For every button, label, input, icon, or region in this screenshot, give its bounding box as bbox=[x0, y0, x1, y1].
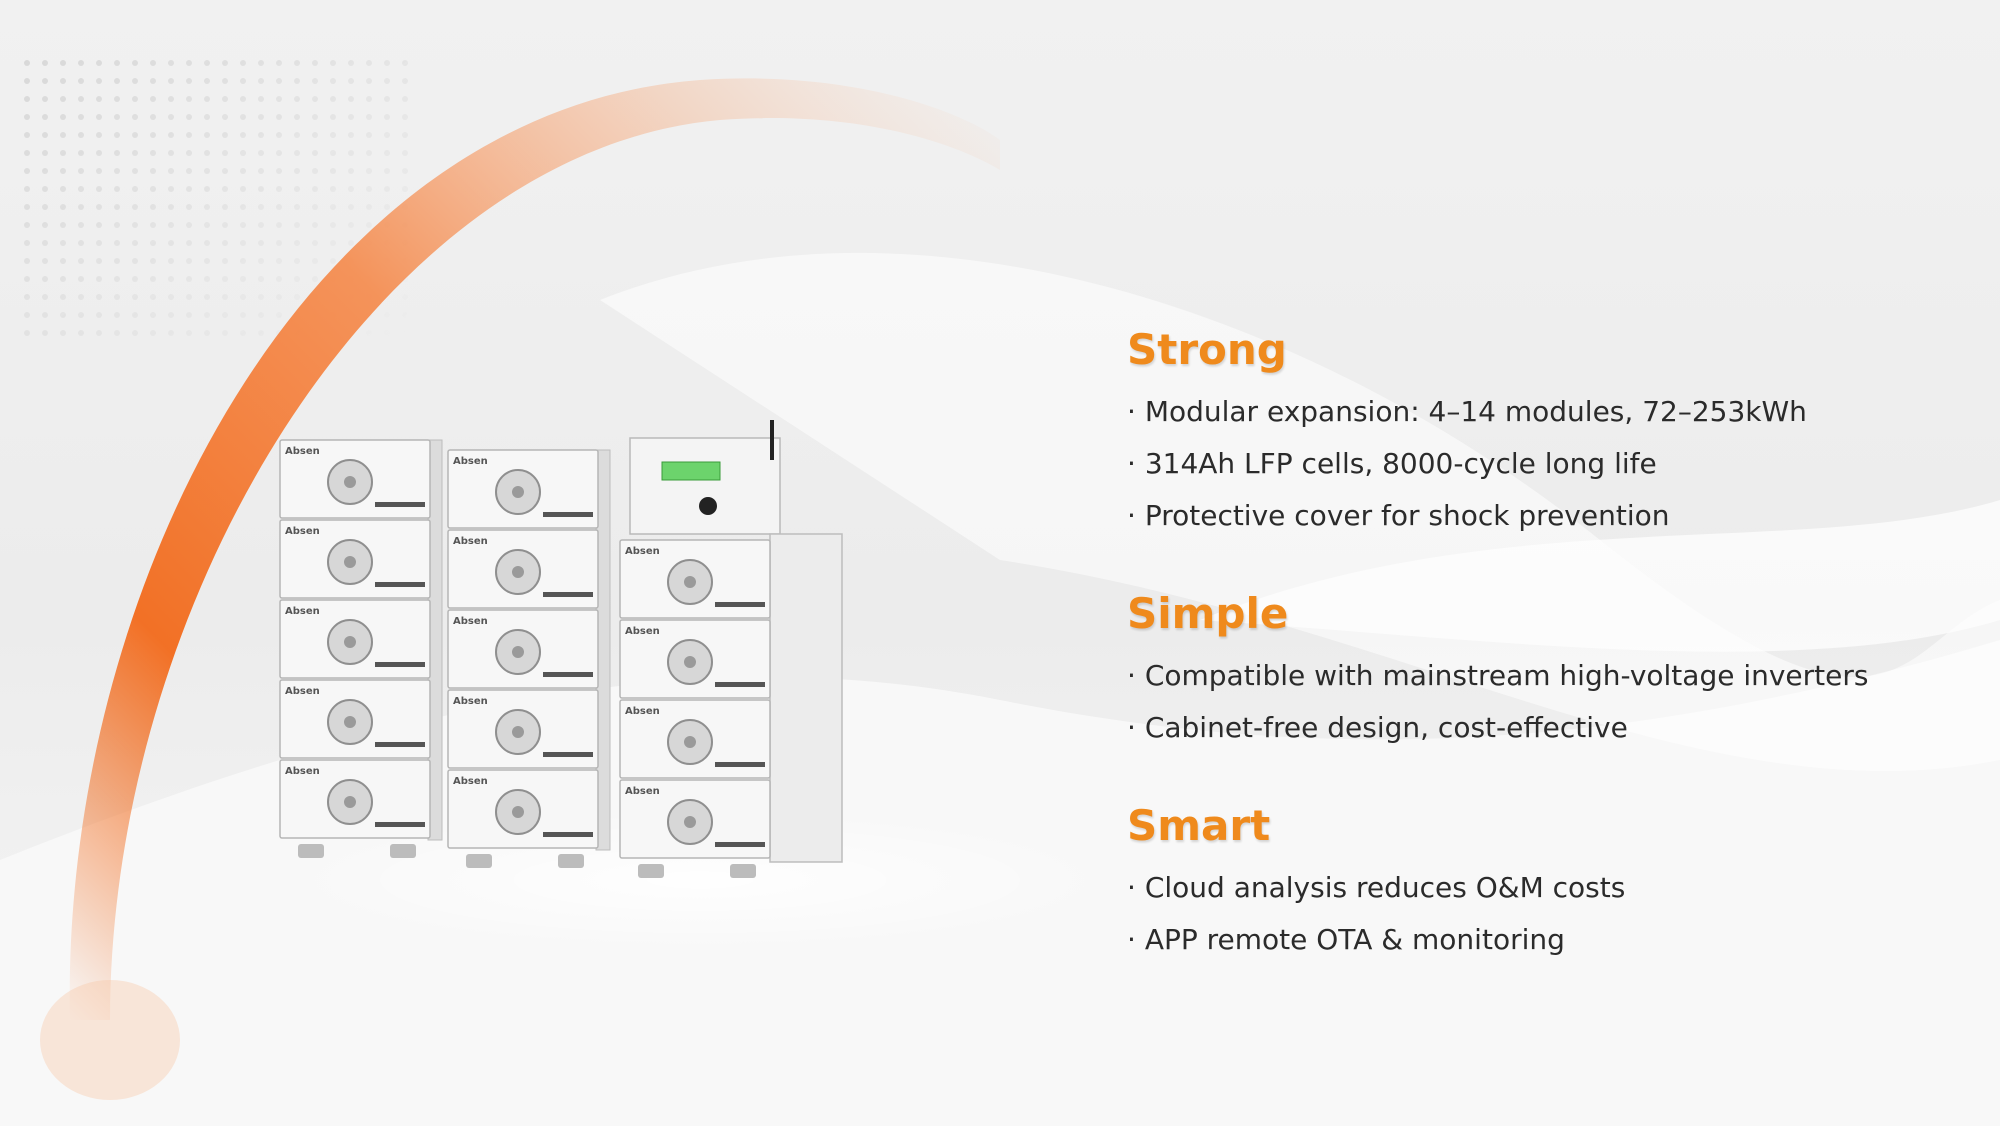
module-label-strip bbox=[543, 752, 593, 757]
fan-hub bbox=[684, 576, 696, 588]
module-logo: Absen bbox=[625, 546, 660, 557]
module-label-strip bbox=[375, 742, 425, 747]
module-label-strip bbox=[375, 582, 425, 587]
feature-bullet: 314Ah LFP cells, 8000-cycle long life bbox=[1127, 438, 1967, 490]
battery-stack-drawing: AbsenAbsenAbsenAbsenAbsenAbsenAbsenAbsen… bbox=[279, 420, 843, 878]
foot bbox=[390, 844, 416, 858]
side-rack bbox=[769, 533, 843, 863]
fan-hub bbox=[512, 726, 524, 738]
module-logo: Absen bbox=[625, 706, 660, 717]
module-label-strip bbox=[715, 602, 765, 607]
module-logo: Absen bbox=[285, 606, 320, 617]
feature-bullets: Modular expansion: 4–14 modules, 72–253k… bbox=[1127, 386, 1967, 542]
feature-bullet: Cloud analysis reduces O&M costs bbox=[1127, 862, 1967, 914]
fan-hub bbox=[512, 806, 524, 818]
controller-display bbox=[661, 461, 721, 481]
module-label-strip bbox=[375, 502, 425, 507]
module-label-strip bbox=[543, 672, 593, 677]
module-logo: Absen bbox=[625, 786, 660, 797]
feature-list: Strong Modular expansion: 4–14 modules, … bbox=[1127, 322, 1967, 1010]
module-label-strip bbox=[543, 512, 593, 517]
feature-bullet: APP remote OTA & monitoring bbox=[1127, 914, 1967, 966]
fan-hub bbox=[344, 556, 356, 568]
foot bbox=[298, 844, 324, 858]
module-logo: Absen bbox=[285, 686, 320, 697]
controller-switch-icon bbox=[699, 497, 717, 515]
foot bbox=[558, 854, 584, 868]
module-logo: Absen bbox=[285, 446, 320, 457]
feature-bullet: Cabinet-free design, cost-effective bbox=[1127, 702, 1967, 754]
fan-hub bbox=[512, 646, 524, 658]
module-label-strip bbox=[375, 662, 425, 667]
feature-bullets: Cloud analysis reduces O&M costs APP rem… bbox=[1127, 862, 1967, 966]
feature-bullets: Compatible with mainstream high-voltage … bbox=[1127, 650, 1967, 754]
module-logo: Absen bbox=[453, 456, 488, 467]
module-label-strip bbox=[543, 832, 593, 837]
foot bbox=[730, 864, 756, 878]
module-logo: Absen bbox=[453, 536, 488, 547]
module-label-strip bbox=[715, 682, 765, 687]
feature-title: Strong bbox=[1127, 325, 1287, 374]
fan-hub bbox=[684, 736, 696, 748]
fan-hub bbox=[344, 636, 356, 648]
module-label-strip bbox=[715, 842, 765, 847]
module-logo: Absen bbox=[625, 626, 660, 637]
module-logo: Absen bbox=[453, 776, 488, 787]
module-label-strip bbox=[375, 822, 425, 827]
fan-hub bbox=[684, 656, 696, 668]
module-logo: Absen bbox=[285, 766, 320, 777]
feature-title: Simple bbox=[1127, 589, 1289, 638]
module-label-strip bbox=[543, 592, 593, 597]
feature-group-smart: Smart Cloud analysis reduces O&M costs A… bbox=[1127, 798, 1967, 966]
feature-bullet: Protective cover for shock prevention bbox=[1127, 490, 1967, 542]
module-logo: Absen bbox=[285, 526, 320, 537]
module-logo: Absen bbox=[453, 616, 488, 627]
fan-hub bbox=[344, 716, 356, 728]
fan-hub bbox=[512, 486, 524, 498]
feature-group-simple: Simple Compatible with mainstream high-v… bbox=[1127, 586, 1967, 754]
controller-box bbox=[629, 437, 781, 535]
foot bbox=[466, 854, 492, 868]
fan-hub bbox=[344, 796, 356, 808]
fan-hub bbox=[344, 476, 356, 488]
foot bbox=[638, 864, 664, 878]
module-logo: Absen bbox=[453, 696, 488, 707]
feature-bullet: Modular expansion: 4–14 modules, 72–253k… bbox=[1127, 386, 1967, 438]
antenna-icon bbox=[770, 420, 774, 460]
fan-hub bbox=[684, 816, 696, 828]
module-label-strip bbox=[715, 762, 765, 767]
feature-bullet: Compatible with mainstream high-voltage … bbox=[1127, 650, 1967, 702]
feature-group-strong: Strong Modular expansion: 4–14 modules, … bbox=[1127, 322, 1967, 542]
feature-title: Smart bbox=[1127, 801, 1271, 850]
fan-hub bbox=[512, 566, 524, 578]
